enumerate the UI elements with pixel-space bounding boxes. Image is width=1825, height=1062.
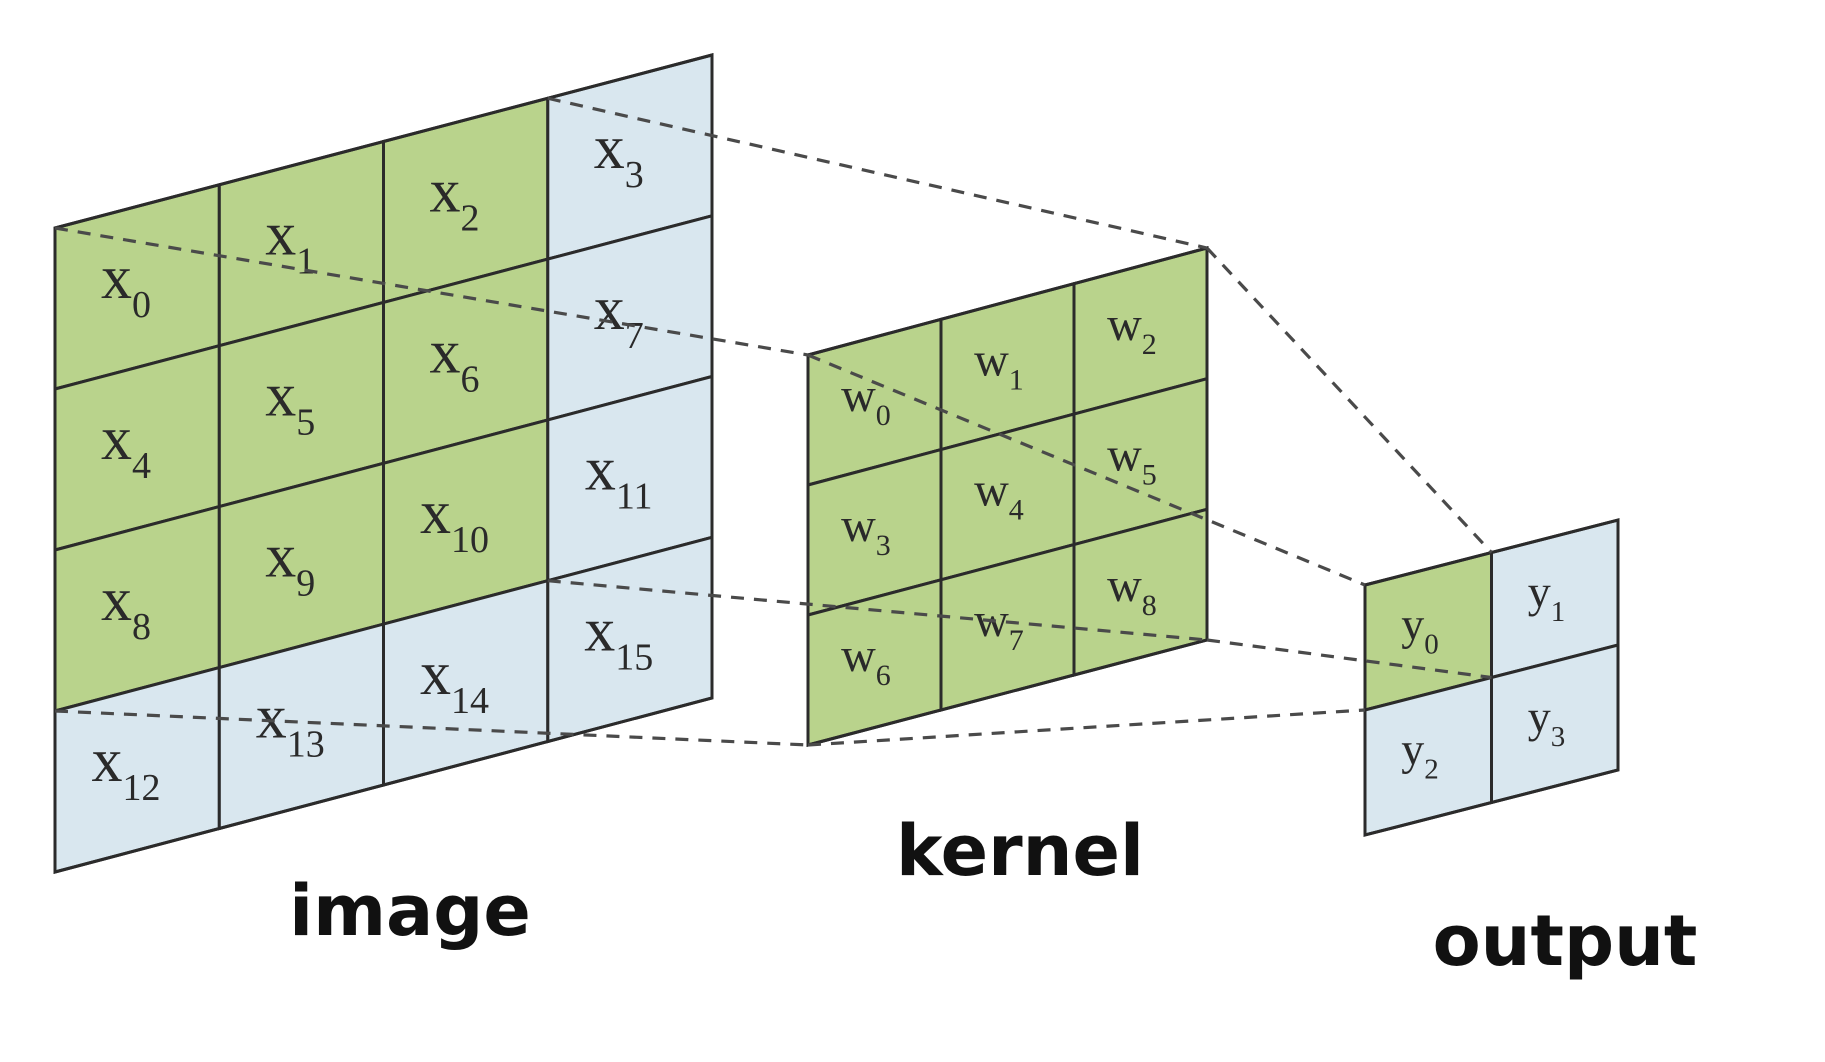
image-grid-border	[53, 53, 714, 874]
projection-line-0	[54, 226, 809, 357]
projection-line-3	[547, 579, 1208, 642]
projection-line-7	[1206, 638, 1492, 680]
kernel-label: kernel	[896, 810, 1144, 892]
projection-line-2	[54, 709, 809, 747]
projection-line-1	[547, 96, 1208, 250]
projection-line-4	[807, 353, 1366, 587]
projection-lines	[54, 96, 1493, 747]
kernel-cell-label-w0: w0	[841, 369, 891, 432]
image-label: image	[289, 870, 531, 952]
projection-line-5	[1205, 246, 1493, 554]
projection-line-6	[807, 708, 1366, 747]
output-label: output	[1433, 900, 1698, 982]
image-cell-label-x9: x9	[265, 523, 315, 605]
output-grid-border	[1363, 518, 1620, 837]
